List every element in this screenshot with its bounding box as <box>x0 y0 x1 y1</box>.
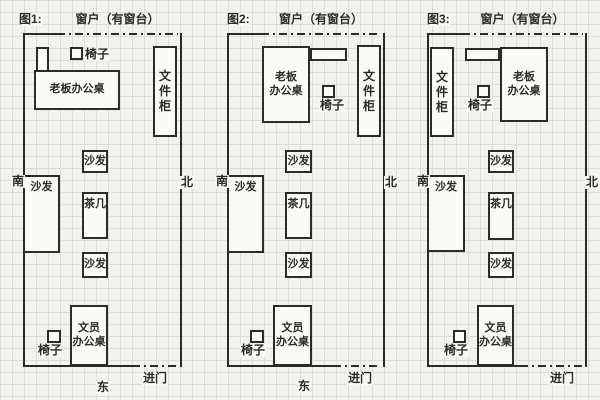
clerk-chair <box>250 330 264 343</box>
clerk-chair-label: 椅子 <box>443 343 470 358</box>
boss-chair <box>477 85 490 98</box>
door-opening <box>520 365 583 367</box>
figure-title: 图3: <box>427 12 450 27</box>
clerk-chair-label: 椅子 <box>37 343 64 358</box>
sofa-single-bottom: 沙发 <box>82 252 108 278</box>
file-cabinet: 文件柜 <box>430 47 454 137</box>
label-south: 南 <box>215 174 230 189</box>
label-south: 南 <box>11 174 26 189</box>
boss-desk: 老板 办公桌 <box>500 47 548 122</box>
window-label: 窗户（有窗台） <box>480 12 565 26</box>
boss-desk: 老板 办公桌 <box>262 46 310 123</box>
label-east: 东 <box>297 379 312 394</box>
file-cabinet: 文件柜 <box>357 45 381 137</box>
side-table <box>465 48 500 61</box>
top-wall-solid <box>23 33 57 35</box>
clerk-chair-label: 椅子 <box>240 343 267 358</box>
sofa-long: 沙发 <box>23 175 60 253</box>
sofa-single-top: 沙发 <box>82 150 108 173</box>
top-wall-solid <box>227 33 261 35</box>
bottom-wall-solid <box>227 365 333 367</box>
door-label: 进门 <box>549 371 576 386</box>
window-wall <box>57 33 178 35</box>
label-north: 北 <box>585 175 600 190</box>
clerk-desk: 文员 办公桌 <box>70 305 108 366</box>
door-opening <box>132 365 178 367</box>
sofa-long: 沙发 <box>227 175 264 253</box>
window-wall <box>261 33 381 35</box>
sofa-single-bottom: 沙发 <box>488 252 514 278</box>
boss-chair-label: 椅子 <box>319 98 346 113</box>
sofa-single-top: 沙发 <box>488 150 514 173</box>
boss-chair <box>70 47 83 60</box>
sofa-single-bottom: 沙发 <box>285 252 312 278</box>
label-south: 南 <box>416 174 431 189</box>
side-table <box>310 48 347 61</box>
window-label: 窗户（有窗台） <box>75 12 160 26</box>
side-table <box>36 47 49 72</box>
clerk-desk: 文员 办公桌 <box>273 305 312 366</box>
tea-table: 茶几 <box>488 192 514 240</box>
door-label: 进门 <box>142 371 169 386</box>
boss-chair-label: 椅子 <box>467 98 494 113</box>
clerk-desk: 文员 办公桌 <box>477 305 514 366</box>
clerk-chair <box>47 330 61 343</box>
tea-table: 茶几 <box>82 192 108 239</box>
clerk-chair <box>453 330 466 343</box>
sofa-single-top: 沙发 <box>285 150 312 173</box>
figure-title: 图2: <box>227 12 250 27</box>
boss-chair <box>322 85 335 98</box>
label-east: 东 <box>96 380 111 395</box>
sofa-long: 沙发 <box>427 175 465 252</box>
boss-desk: 老板办公桌 <box>34 70 120 110</box>
figure-title: 图1: <box>19 12 42 27</box>
tea-table: 茶几 <box>285 192 312 239</box>
bottom-wall-solid <box>23 365 132 367</box>
label-north: 北 <box>384 175 399 190</box>
door-opening <box>333 365 381 367</box>
label-north: 北 <box>180 175 195 190</box>
door-label: 进门 <box>347 371 374 386</box>
window-label: 窗户（有窗台） <box>278 12 363 26</box>
top-wall-solid <box>427 33 462 35</box>
bottom-wall-solid <box>427 365 520 367</box>
file-cabinet: 文件柜 <box>153 46 177 137</box>
window-wall <box>462 33 583 35</box>
boss-chair-label: 椅子 <box>84 47 111 62</box>
